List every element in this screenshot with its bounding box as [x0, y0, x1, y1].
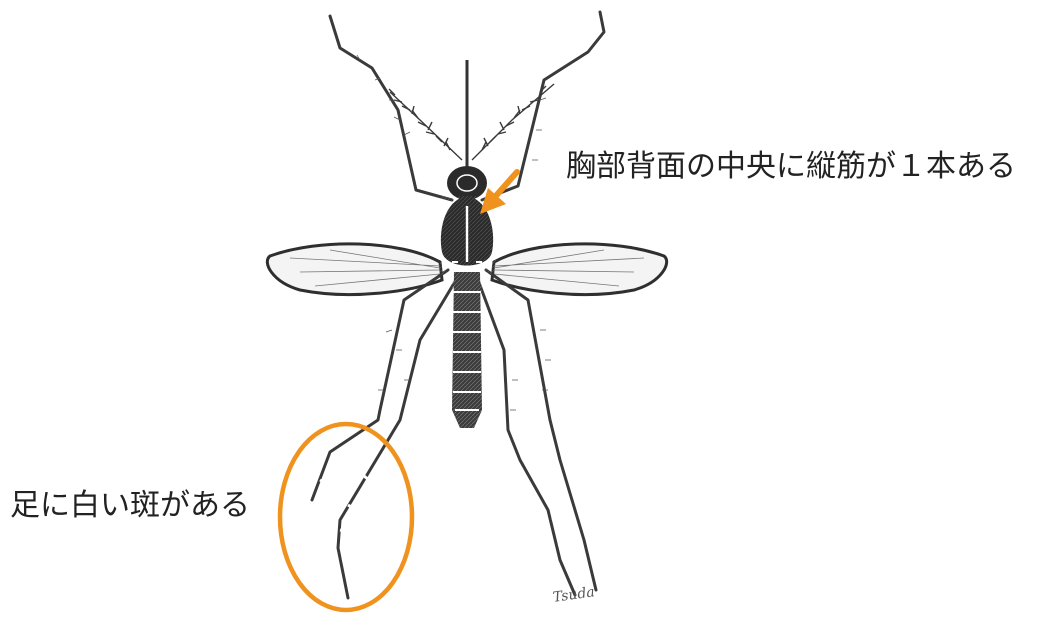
left-middle-leg	[312, 270, 448, 500]
right-hind-leg	[478, 280, 575, 595]
antennae	[389, 84, 554, 160]
right-middle-leg	[486, 270, 596, 590]
right-wing	[492, 244, 667, 295]
head	[447, 166, 487, 200]
leg-spots-label: 足に白い斑がある	[10, 491, 250, 521]
left-front-leg	[330, 16, 452, 200]
left-wing	[267, 244, 442, 295]
thorax-stripe-label: 胸部背面の中央に縦筋が１本ある	[566, 152, 1016, 182]
abdomen	[452, 272, 482, 428]
leg-white-bands	[320, 460, 579, 570]
